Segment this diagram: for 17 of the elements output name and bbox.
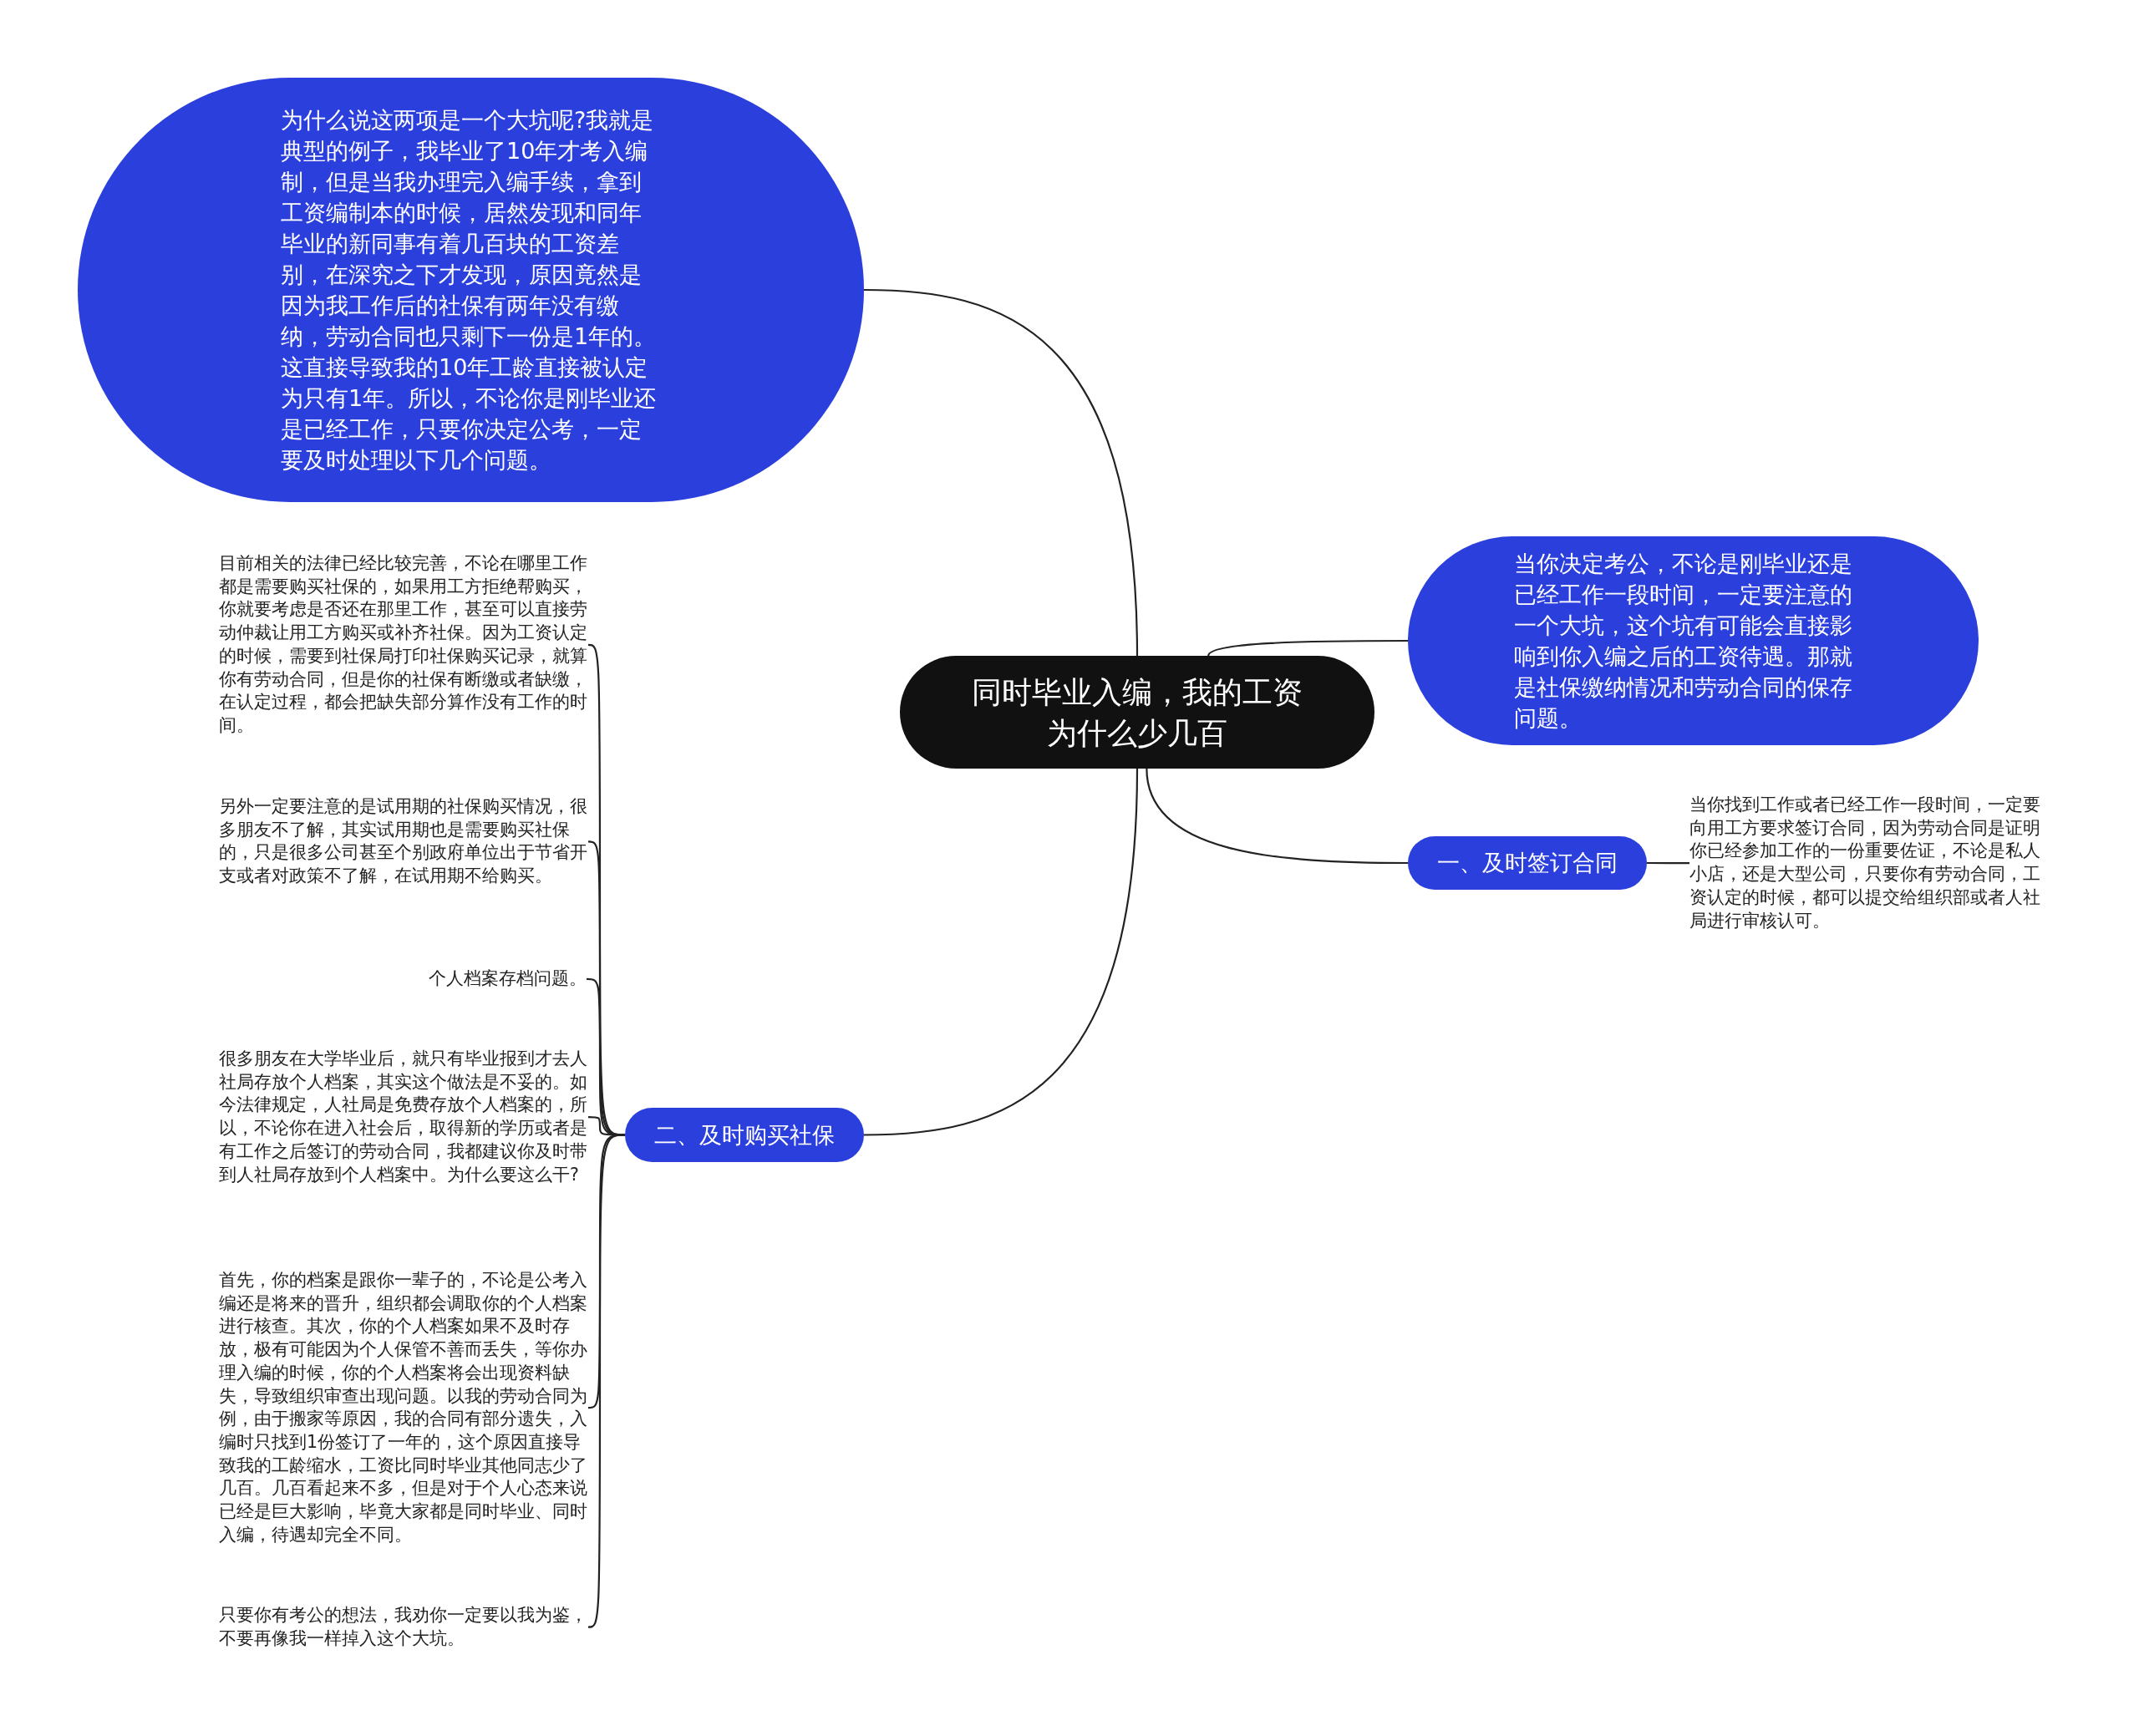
topic-title: 同时毕业入编，我的工资为什么少几百 [971,673,1303,752]
note-text: 目前相关的法律已经比较完善，不论在哪里工作都是需要购买社保的，如果用工方拒绝帮购买，你就要考虑是否还在那里工作，甚至可以直接劳动仲裁让用工方购买或补齐社保。因为工资认定的时候，需要到社保局打印社保购买记录，就算你有劳动合同，但是你的社保有断缴或者缺缴，在认定过程，都会把缺失部分算作没有工作的时间。 [219,552,588,738]
connector-line [863,768,1139,1136]
note-text: 很多朋友在大学毕业后，就只有毕业报到才去人社局存放个人档案，其实这个做法是不妥的。如今法律规定，人社局是免费存放个人档案的，所以，不论你在进入社会后，取得新的学历或者是有工作之后签订的劳动合同，我都建议你及时带到人社局存放到个人档案中。为什么要这么干? [219,1048,588,1187]
note-text: 只要你有考公的想法，我劝你一定要以我为鉴，不要再像我一样掉入这个大坑。 [219,1604,588,1651]
topic-text: 为什么说这两项是一个大坑呢?我就是典型的例子，我毕业了10年才考入编制，但是当我办理完入编手续，拿到工资编制本的时候，居然发现和同年毕业的新同事有着几百块的工资差别，在深究之下才发现，原因竟然是因为我工作后的社保有两年没有缴纳，劳动合同也只剩下一份是1年的。这直接导致我的10年工龄直接被认定为只有1年。所以，不论你是刚毕业还是已经工作，只要你决定公考，一定要及时处理以下几个问题。 [281,106,658,475]
topic-text: 当你决定考公，不论是刚毕业还是已经工作一段时间，一定要注意的一个大坑，这个坑有可能会直接影响到你入编之后的工资待遇。那就是社保缴纳情况和劳动合同的保存问题。 [1513,550,1853,733]
note-text: 当你找到工作或者已经工作一段时间，一定要向用工方要求签订合同，因为劳动合同是证明你已经参加工作的一份重要佐证，不论是私人小店，还是大型公司，只要你有劳动合同，工资认定的时候，都可以提交给组织部或者人社局进行审核认可。 [1689,794,2057,933]
topic-text: 二、及时购买社保 [654,1120,835,1150]
note-text: 首先，你的档案是跟你一辈子的，不论是公考入编还是将来的晋升，组织都会调取你的个人档案进行核查。其次，你的个人档案如果不及时存放，极有可能因为个人保管不善而丢失，等你办理入编的时候，你的个人档案将会出现资料缺失，导致组织审查出现问题。以我的劳动合同为例，由于搬家等原因，我的合同有部分遗失，入编时只找到1份签订了一年的，这个原因直接导致我的工龄缩水，工资比同时毕业其他同志少了几百。几百看起来不多，但是对于个人心态来说已经是巨大影响，毕竟大家都是同时毕业、同时入编，待遇却完全不同。 [219,1269,588,1547]
connector-line [1146,768,1408,865]
note-text: 另外一定要注意的是试用期的社保购买情况，很多朋友不了解，其实试用期也是需要购买社保的，只是很多公司甚至个别政府单位出于节省开支或者对政策不了解，在试用期不给购买。 [219,795,588,888]
connector-line [1647,861,1689,865]
connector-line [863,288,1139,657]
connector-line [1207,639,1408,657]
topic-text: 一、及时签订合同 [1437,849,1618,877]
note-text: 个人档案存档问题。 [401,967,587,991]
